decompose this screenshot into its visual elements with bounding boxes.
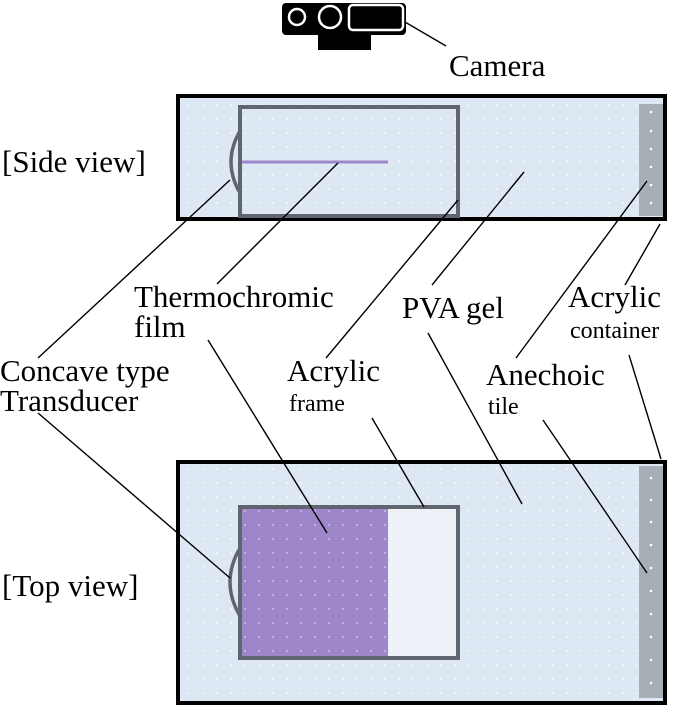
concave-leader-upper [37,179,231,359]
anechoic-leader-lower [542,419,648,574]
pva-gel-label: PVA gel [402,290,504,325]
concave-label-line1: Concave type [0,353,170,388]
anechoic-label-line1: Anechoic [486,357,605,392]
acrylic-container-leader-upper [624,223,661,286]
concave-leader-lower [37,412,231,579]
concave-label-line2: Transducer [0,383,139,418]
acrylic-frame-leader-upper [325,199,459,359]
side-view-container [176,94,667,221]
camera-leader [404,21,447,47]
top-view-label: [Top view] [2,568,138,603]
side-view-label: [Side view] [2,144,146,179]
side-anechoic-tile [639,104,663,216]
acrylic-frame-label-line2: frame [289,391,345,417]
pva-gel-leader-lower [427,332,523,505]
thermochromic-label-line2: film [134,309,186,344]
acrylic-container-label-line1: Acrylic [568,279,661,314]
top-acrylic-frame [238,505,460,660]
side-transducer [229,130,242,194]
acrylic-container-label-line2: container [570,318,659,344]
anechoic-leader-upper [515,180,648,359]
camera-icon [282,3,406,50]
acrylic-container-leader-lower [628,354,662,460]
thermochromic-label-line1: Thermochromic [134,279,334,314]
top-anechoic-tile [639,466,663,698]
acrylic-frame-leader-lower [371,417,425,508]
thermochromic-leader-upper [216,162,339,285]
top-transducer [228,547,242,617]
anechoic-label-line2: tile [488,394,519,420]
acrylic-frame-label-line1: Acrylic [287,353,380,388]
camera-label: Camera [449,48,546,83]
thermochromic-leader-lower [207,339,328,534]
top-thermochromic-film [240,507,388,658]
side-acrylic-frame [238,105,460,218]
pva-gel-leader-upper [431,171,525,286]
